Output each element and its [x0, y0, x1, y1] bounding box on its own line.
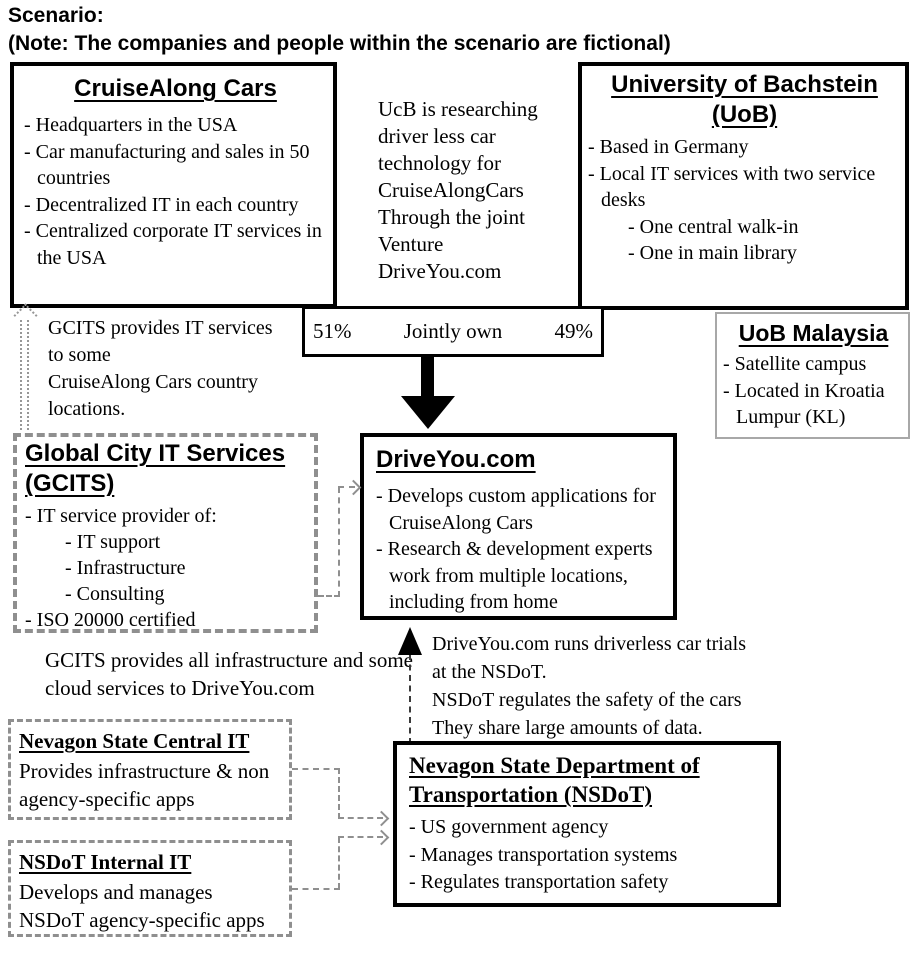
list-item: - Infrastructure: [65, 557, 186, 579]
gcits-title: Global City IT Services (GCITS): [25, 439, 312, 499]
university-of-bachstein-title: University of Bachstein (UoB): [588, 70, 901, 130]
title-line: University of Bachstein: [611, 71, 878, 98]
gcits-driveyou-note: GCITS provides all infrastructure and so…: [45, 648, 413, 700]
cruisealong-cars-title: CruiseAlong Cars: [74, 75, 277, 102]
nevagon-central-it-title: Nevagon State Central IT: [19, 729, 250, 753]
list-item: - Research & development experts work fr…: [376, 538, 653, 613]
nevagon-central-it-body: Provides infrastructure & non agency-spe…: [19, 759, 270, 811]
nsdot-internal-it-body: Develops and manages NSDoT agency-specif…: [19, 880, 265, 932]
gcits-box: Global City IT Services (GCITS) - IT ser…: [13, 433, 318, 633]
list-item: - Centralized corporate IT services in t…: [24, 220, 322, 269]
list-item: - One in main library: [628, 242, 797, 264]
note-line: at the NSDoT.: [432, 661, 547, 683]
title-line: Transportation (NSDoT): [409, 782, 653, 807]
list-item: - Headquarters in the USA: [24, 114, 238, 136]
uob-malaysia-title: UoB Malaysia: [738, 320, 889, 346]
page-title-note: (Note: The companies and people within t…: [8, 32, 671, 55]
list-item: - Car manufacturing and sales in 50 coun…: [24, 140, 310, 190]
university-of-bachstein-box: University of Bachstein (UoB) - Based in…: [578, 62, 909, 310]
note-line: CruiseAlong Cars country: [48, 371, 258, 393]
ownership-down-arrow-head: [401, 396, 455, 429]
note-line: GCITS provides IT services: [48, 317, 273, 339]
driveyou-items: - Develops custom applications for Cruis…: [376, 483, 671, 616]
driveyou-nsdot-note: DriveYou.com runs driverless car trials …: [432, 630, 912, 742]
title-line: Global City IT Services: [25, 440, 286, 467]
cruisealong-cars-items: - Headquarters in the USA - Car manufact…: [20, 112, 331, 271]
title-line: (UoB): [711, 101, 778, 128]
list-item: - Located in Kroatia Lumpur (KL): [723, 379, 885, 429]
note-line: They share large amounts of data.: [432, 717, 703, 739]
gcits-driveyou-connector-seg: [338, 486, 355, 488]
driveyou-title: DriveYou.com: [376, 446, 536, 473]
list-item: - Decentralized IT in each country: [24, 193, 299, 216]
nsdot-driveyou-arrow-shaft: [409, 654, 411, 744]
ownership-left-percent: 51%: [313, 319, 352, 343]
page-title: Scenario: (Note: The companies and peopl…: [8, 2, 908, 58]
centralit-nsdot-connector-seg: [292, 768, 340, 770]
note-line: to some: [48, 344, 111, 366]
internalit-nsdot-connector-seg: [338, 836, 383, 838]
note-line: DriveYou.com runs driverless car trials: [432, 633, 747, 655]
ownership-label: Jointly own: [403, 319, 503, 343]
list-item: - Based in Germany: [588, 136, 749, 158]
nsdot-internal-it-title: NSDoT Internal IT: [19, 850, 192, 874]
centralit-nsdot-connector-seg: [338, 817, 383, 819]
note-line: locations.: [48, 398, 126, 420]
centralit-nsdot-connector-seg: [338, 768, 340, 819]
nsdot-driveyou-arrowhead: [398, 627, 422, 655]
page-title-line1: Scenario:: [8, 4, 104, 27]
nsdot-box: Nevagon State Department of Transportati…: [393, 741, 781, 907]
note-line: NSDoT regulates the safety of the cars: [432, 689, 742, 711]
list-item: - Develops custom applications for Cruis…: [376, 485, 656, 534]
internalit-nsdot-arrowhead: [373, 829, 390, 846]
gcits-cruisealong-dotted-arrow: [20, 320, 29, 430]
list-item: - One central walk-in: [628, 215, 799, 238]
gcits-cruisealong-note: GCITS provides IT services to some Cruis…: [48, 315, 318, 423]
list-item: - Satellite campus: [723, 353, 867, 375]
university-of-bachstein-items: - Based in Germany - Local IT services w…: [588, 134, 901, 267]
nsdot-internal-it-box: NSDoT Internal IT Develops and manages N…: [8, 840, 292, 937]
centralit-nsdot-arrowhead: [373, 810, 390, 827]
list-item: - ISO 20000 certified: [25, 609, 196, 631]
title-line: Nevagon State Department of: [409, 753, 700, 778]
gcits-driveyou-connector-seg: [338, 487, 340, 597]
jointly-own-bar: 51% Jointly own 49%: [302, 306, 604, 357]
joint-venture-note: UcB is researching driver less car techn…: [378, 97, 538, 283]
uob-malaysia-box: UoB Malaysia - Satellite campus - Locate…: [715, 312, 910, 439]
nsdot-title: Nevagon State Department of Transportati…: [409, 751, 775, 809]
list-item: - Manages transportation systems: [409, 843, 678, 866]
ownership-down-arrow-shaft: [421, 355, 434, 397]
title-line: (GCITS): [25, 470, 115, 497]
list-item: - US government agency: [409, 816, 609, 838]
list-item: - Local IT services with two service des…: [588, 162, 876, 212]
list-item: - IT support: [65, 531, 161, 553]
list-item: - Regulates transportation safety: [409, 871, 669, 893]
cruisealong-cars-box: CruiseAlong Cars - Headquarters in the U…: [10, 62, 337, 308]
internalit-nsdot-connector-seg: [338, 837, 340, 889]
list-item: - IT service provider of:: [25, 505, 217, 527]
gcits-driveyou-connector-seg: [318, 595, 340, 597]
gcits-items: - IT service provider of: - IT support -…: [25, 503, 312, 633]
driveyou-box: DriveYou.com - Develops custom applicati…: [360, 433, 677, 620]
gcits-driveyou-arrowhead: [345, 479, 362, 496]
list-item: - Consulting: [65, 583, 165, 605]
uob-malaysia-items: - Satellite campus - Located in Kroatia …: [723, 351, 904, 431]
nevagon-central-it-box: Nevagon State Central IT Provides infras…: [8, 719, 292, 820]
internalit-nsdot-connector-seg: [292, 888, 340, 890]
nsdot-items: - US government agency - Manages transpo…: [409, 814, 775, 897]
ownership-right-percent: 49%: [554, 319, 594, 343]
